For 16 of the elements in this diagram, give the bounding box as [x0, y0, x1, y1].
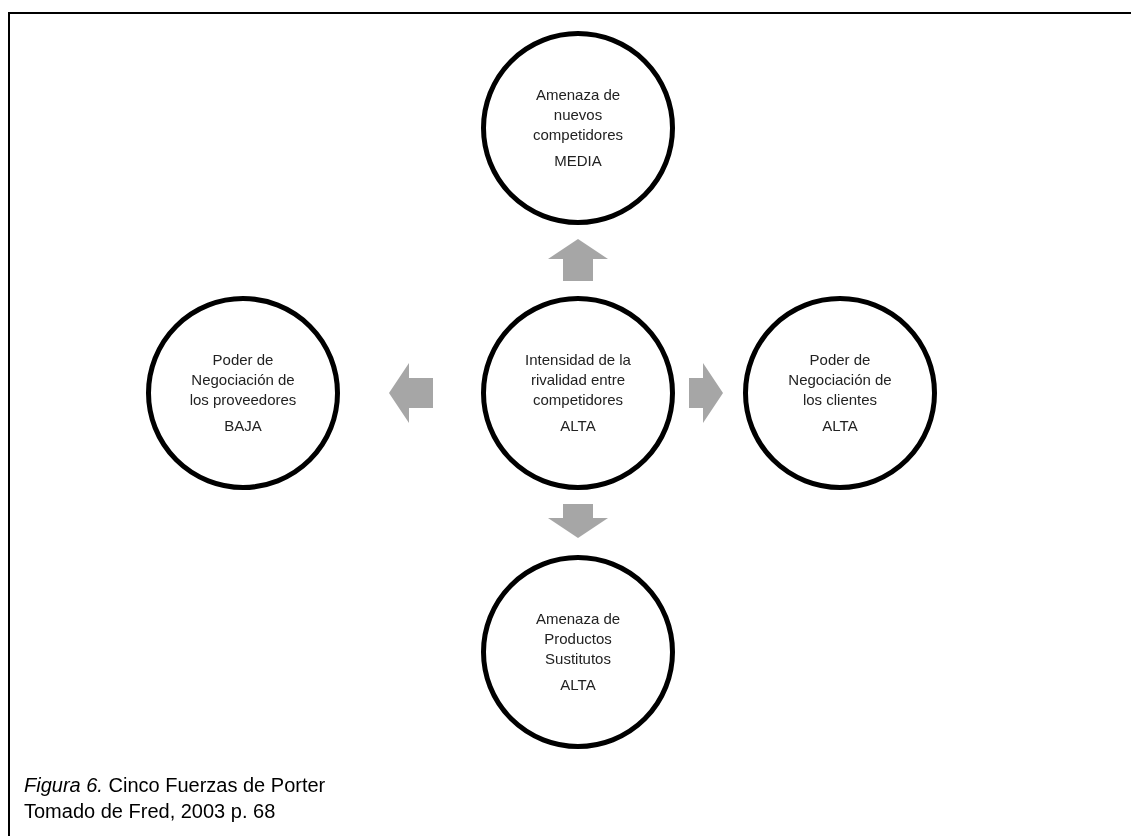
block-arrow [689, 363, 723, 423]
force-level: MEDIA [554, 151, 602, 171]
block-arrow [548, 504, 608, 538]
force-name: Amenaza de nuevos competidores [531, 85, 624, 145]
force-name: Poder de Negociación de los proveedores [188, 350, 298, 410]
force-level: ALTA [822, 416, 858, 436]
source-note: Tomado de Fred, 2003 p. 68 [24, 799, 277, 824]
block-arrow [389, 363, 433, 423]
figure-caption: Figura 6. Cinco Fuerzas de Porter [24, 773, 326, 798]
force-level: ALTA [560, 416, 596, 436]
force-name: Poder de Negociación de los clientes [787, 350, 893, 410]
force-level: ALTA [560, 675, 596, 695]
force-name: Amenaza de Productos Sustitutos [534, 609, 622, 669]
force-level: BAJA [224, 416, 262, 436]
block-arrow [548, 239, 608, 281]
force-name: Intensidad de la rivalidad entre competidores [524, 350, 632, 410]
